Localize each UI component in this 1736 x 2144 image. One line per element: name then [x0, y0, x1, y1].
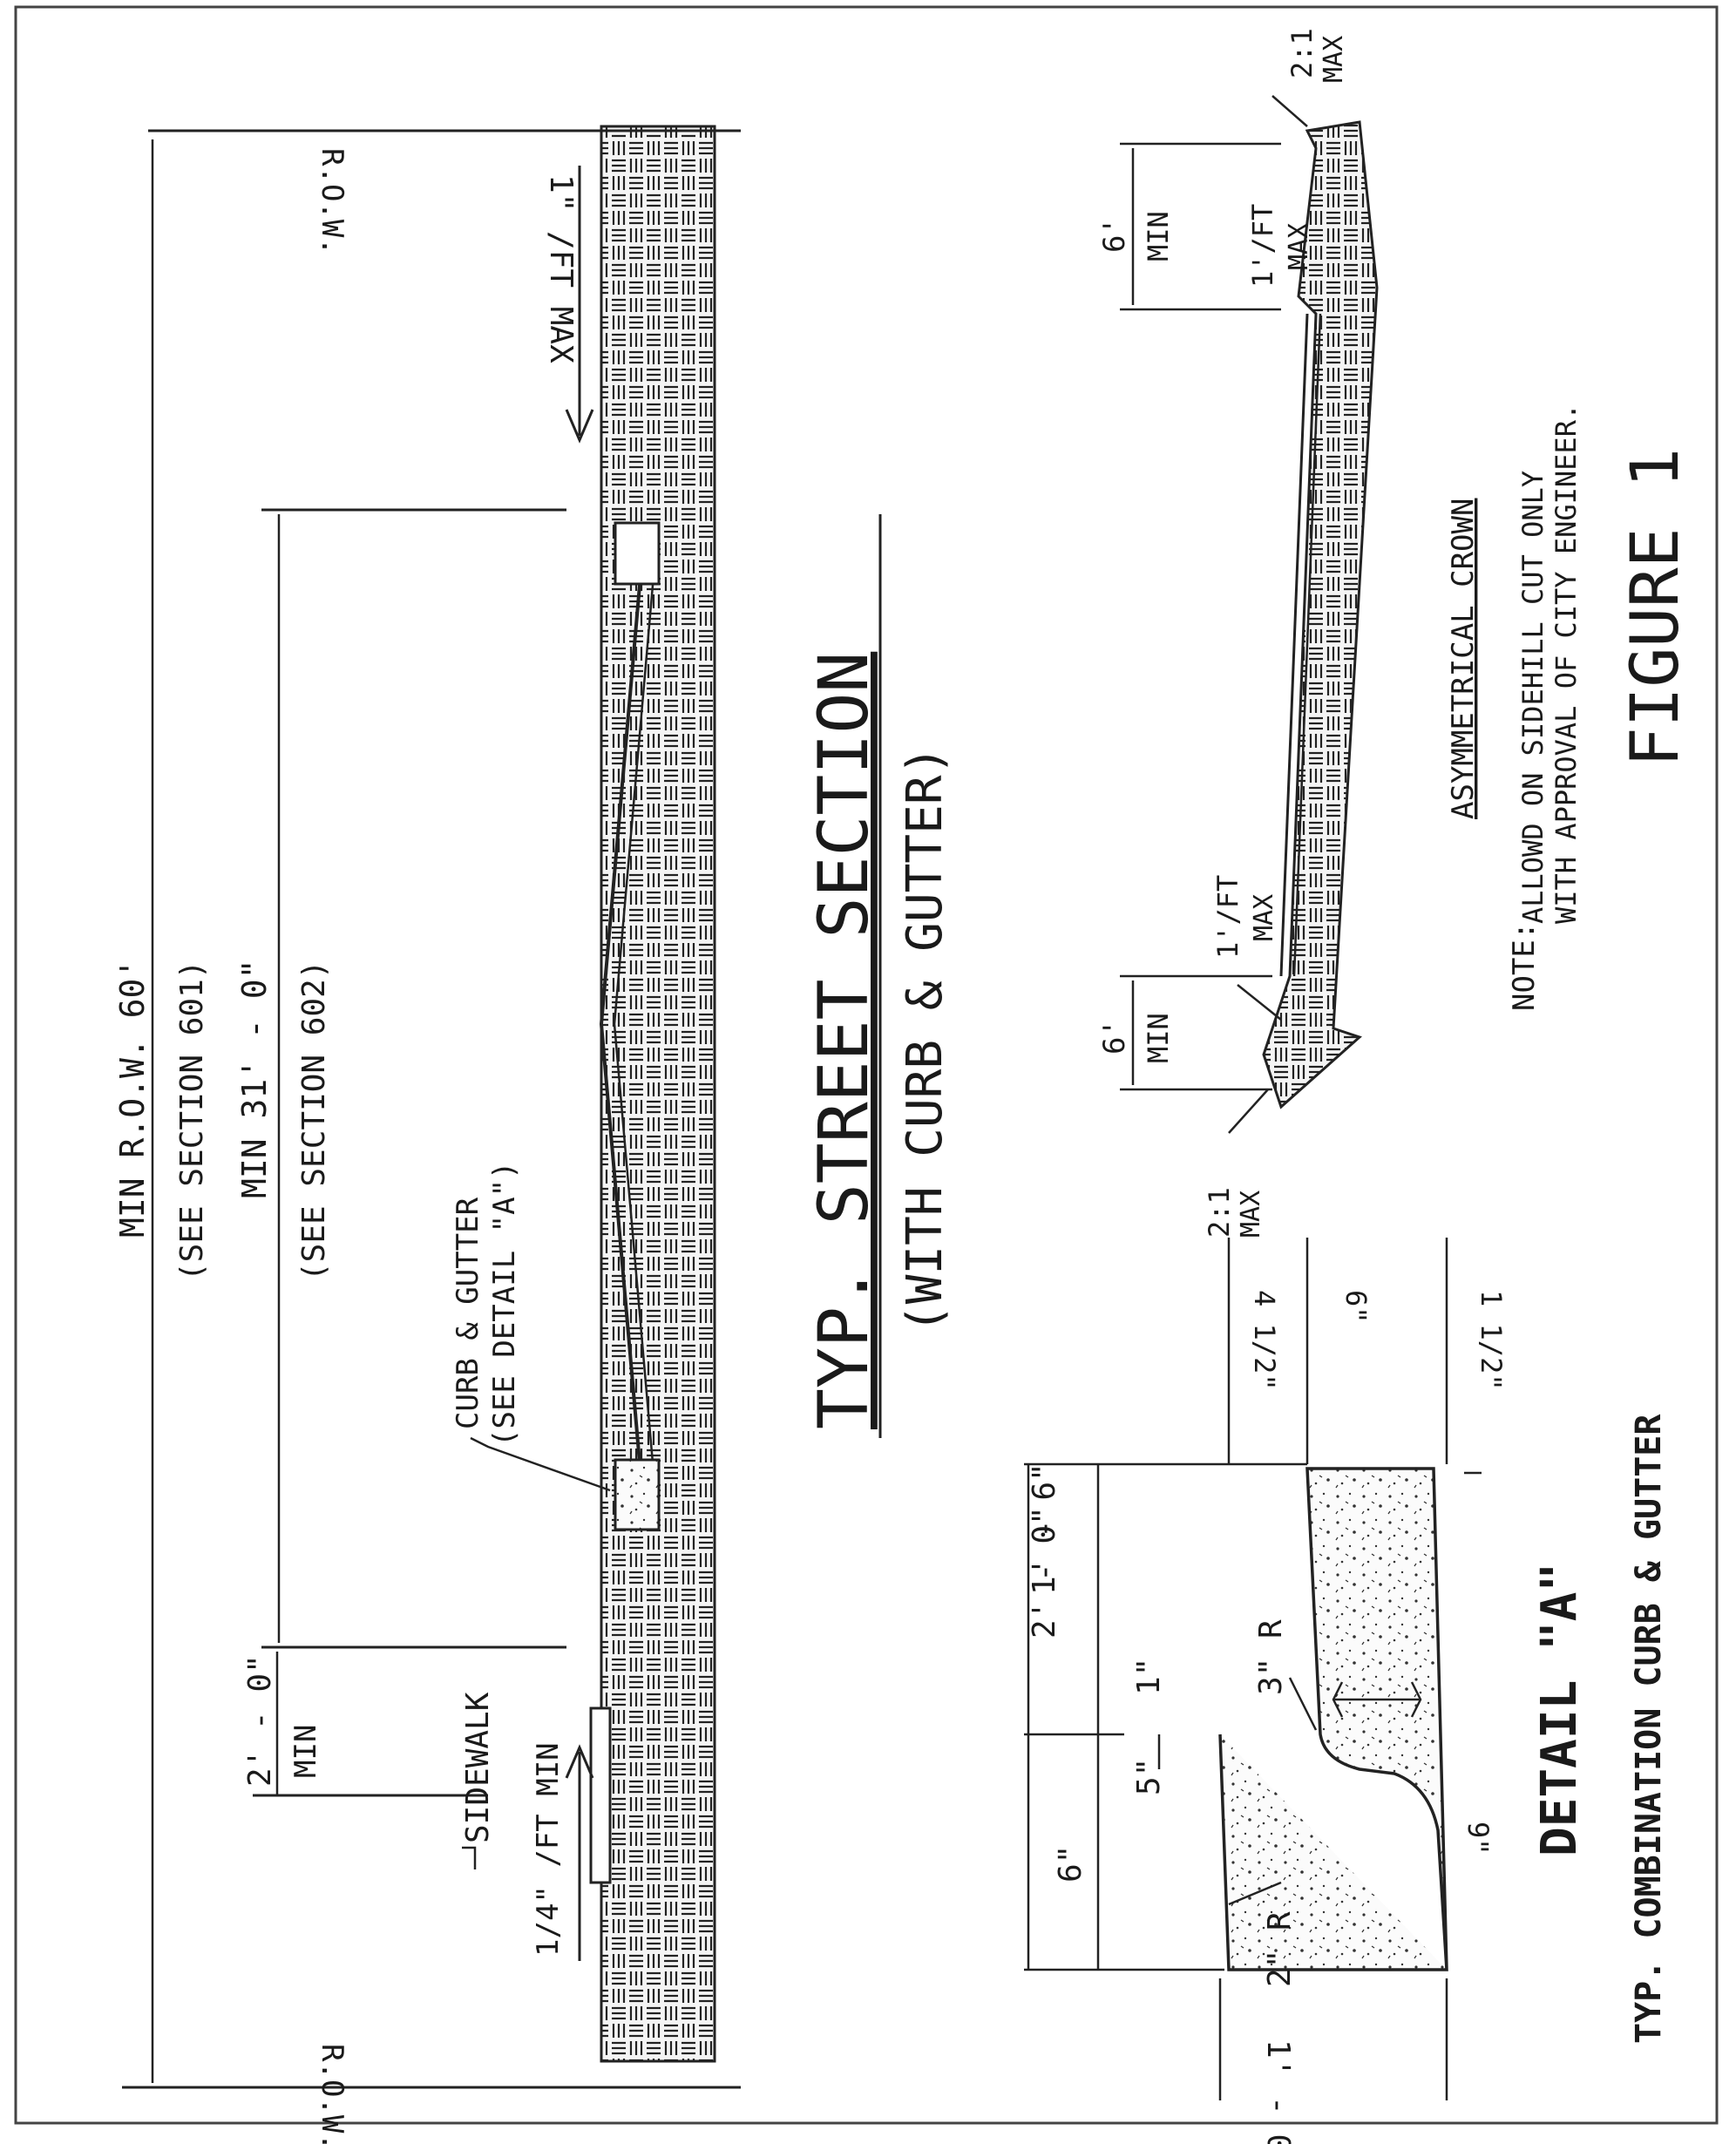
- crown-ratio-top: 2:1: [1285, 28, 1319, 78]
- detail-one-in: 1": [1131, 1658, 1167, 1695]
- detail-one-six: 1' - 6": [1027, 1462, 1062, 1595]
- crown-min-top: MIN: [1142, 211, 1175, 261]
- curb-gutter-label: CURB & GUTTER: [451, 1197, 485, 1429]
- detail-title: DETAIL "A": [1531, 1563, 1588, 1856]
- crown-six-bot: 6': [1097, 1019, 1132, 1055]
- subgrade-band: [600, 125, 716, 2063]
- detail-one-zero: 1' - 0": [1260, 2039, 1296, 2144]
- sidewalk-label: SIDEWALK: [460, 1692, 496, 1843]
- crown-slope-top: 1'/FT: [1246, 204, 1279, 288]
- detail-two-ft: 2' - 0": [1027, 1506, 1062, 1639]
- asymmetrical-crown-section: [1120, 95, 1379, 1134]
- detail-six: 6": [1053, 1845, 1088, 1883]
- crown-six-top: 6': [1097, 217, 1132, 253]
- curb-gutter-profile: [1218, 1467, 1448, 1971]
- crown-max-top: MAX: [1319, 36, 1349, 83]
- row-label-left: R.O.W.: [315, 2044, 349, 2144]
- detail-nine: 9": [1461, 1822, 1495, 1856]
- detail-one-half: 1 1/2": [1475, 1290, 1508, 1391]
- min-row-label: MIN R.O.W. 60': [113, 959, 152, 1238]
- detail-a-curb: [1024, 1238, 1482, 2100]
- crown-surface: [1279, 313, 1309, 977]
- figure-label: FIGURE 1: [1616, 448, 1693, 767]
- crown-heading: ASYMMETRICAL CROWN: [1446, 499, 1481, 819]
- note-label: NOTE:: [1507, 922, 1542, 1011]
- section-title: TYP. STREET SECTION: [805, 652, 884, 1429]
- crown-body: [1262, 120, 1379, 1109]
- crown-max-bot: MAX: [1236, 1191, 1266, 1238]
- detail-six-v: 6": [1339, 1290, 1373, 1324]
- detail-three-r: 3" R: [1253, 1619, 1289, 1695]
- section-subtitle: (WITH CURB & GUTTER): [897, 746, 953, 1333]
- see-section-602: (SEE SECTION 602): [296, 960, 332, 1281]
- note-line-1: ALLOWD ON SIDEHILL CUT ONLY: [1516, 471, 1550, 924]
- pavement-surface: [599, 574, 642, 1474]
- sheet-border: [14, 5, 1719, 2125]
- two-ft-label: 2' - 0": [242, 1654, 278, 1787]
- slope-label-right: 1" /FT MAX: [543, 174, 579, 363]
- street-cross-section: [122, 125, 741, 2089]
- see-section-601: (SEE SECTION 601): [174, 960, 210, 1281]
- crown-ratio-bot: 2:1: [1203, 1187, 1236, 1238]
- curb-leader: [470, 1436, 611, 1492]
- detail-subtitle: TYP. COMBINATION CURB & GUTTER: [1629, 1414, 1669, 2044]
- crown-min-bot: MIN: [1142, 1013, 1175, 1063]
- crown-slope-bot-max: MAX: [1249, 894, 1279, 941]
- crown-slope-top-max: MAX: [1284, 223, 1314, 270]
- detail-four-half: 4 1/2": [1248, 1290, 1281, 1391]
- curb-right: [614, 521, 661, 586]
- curb-left: [614, 1458, 661, 1531]
- row-label-right: R.O.W.: [315, 148, 349, 255]
- crown-slope-bot: 1'/FT: [1211, 875, 1244, 959]
- note-line-2: WITH APPROVAL OF CITY ENGINEER.: [1550, 404, 1583, 924]
- min-label: MIN: [288, 1725, 323, 1778]
- curb-gutter-ref: (SEE DETAIL "A"): [487, 1161, 522, 1447]
- detail-five: 5": [1131, 1758, 1167, 1795]
- sidewalk-slab: [589, 1706, 612, 1884]
- sidewalk-slope-label: 1/4" /FT MIN: [531, 1742, 566, 1957]
- detail-two-r: 2" R: [1262, 1911, 1298, 1987]
- min-31-label: MIN 31' - 0": [235, 959, 274, 1198]
